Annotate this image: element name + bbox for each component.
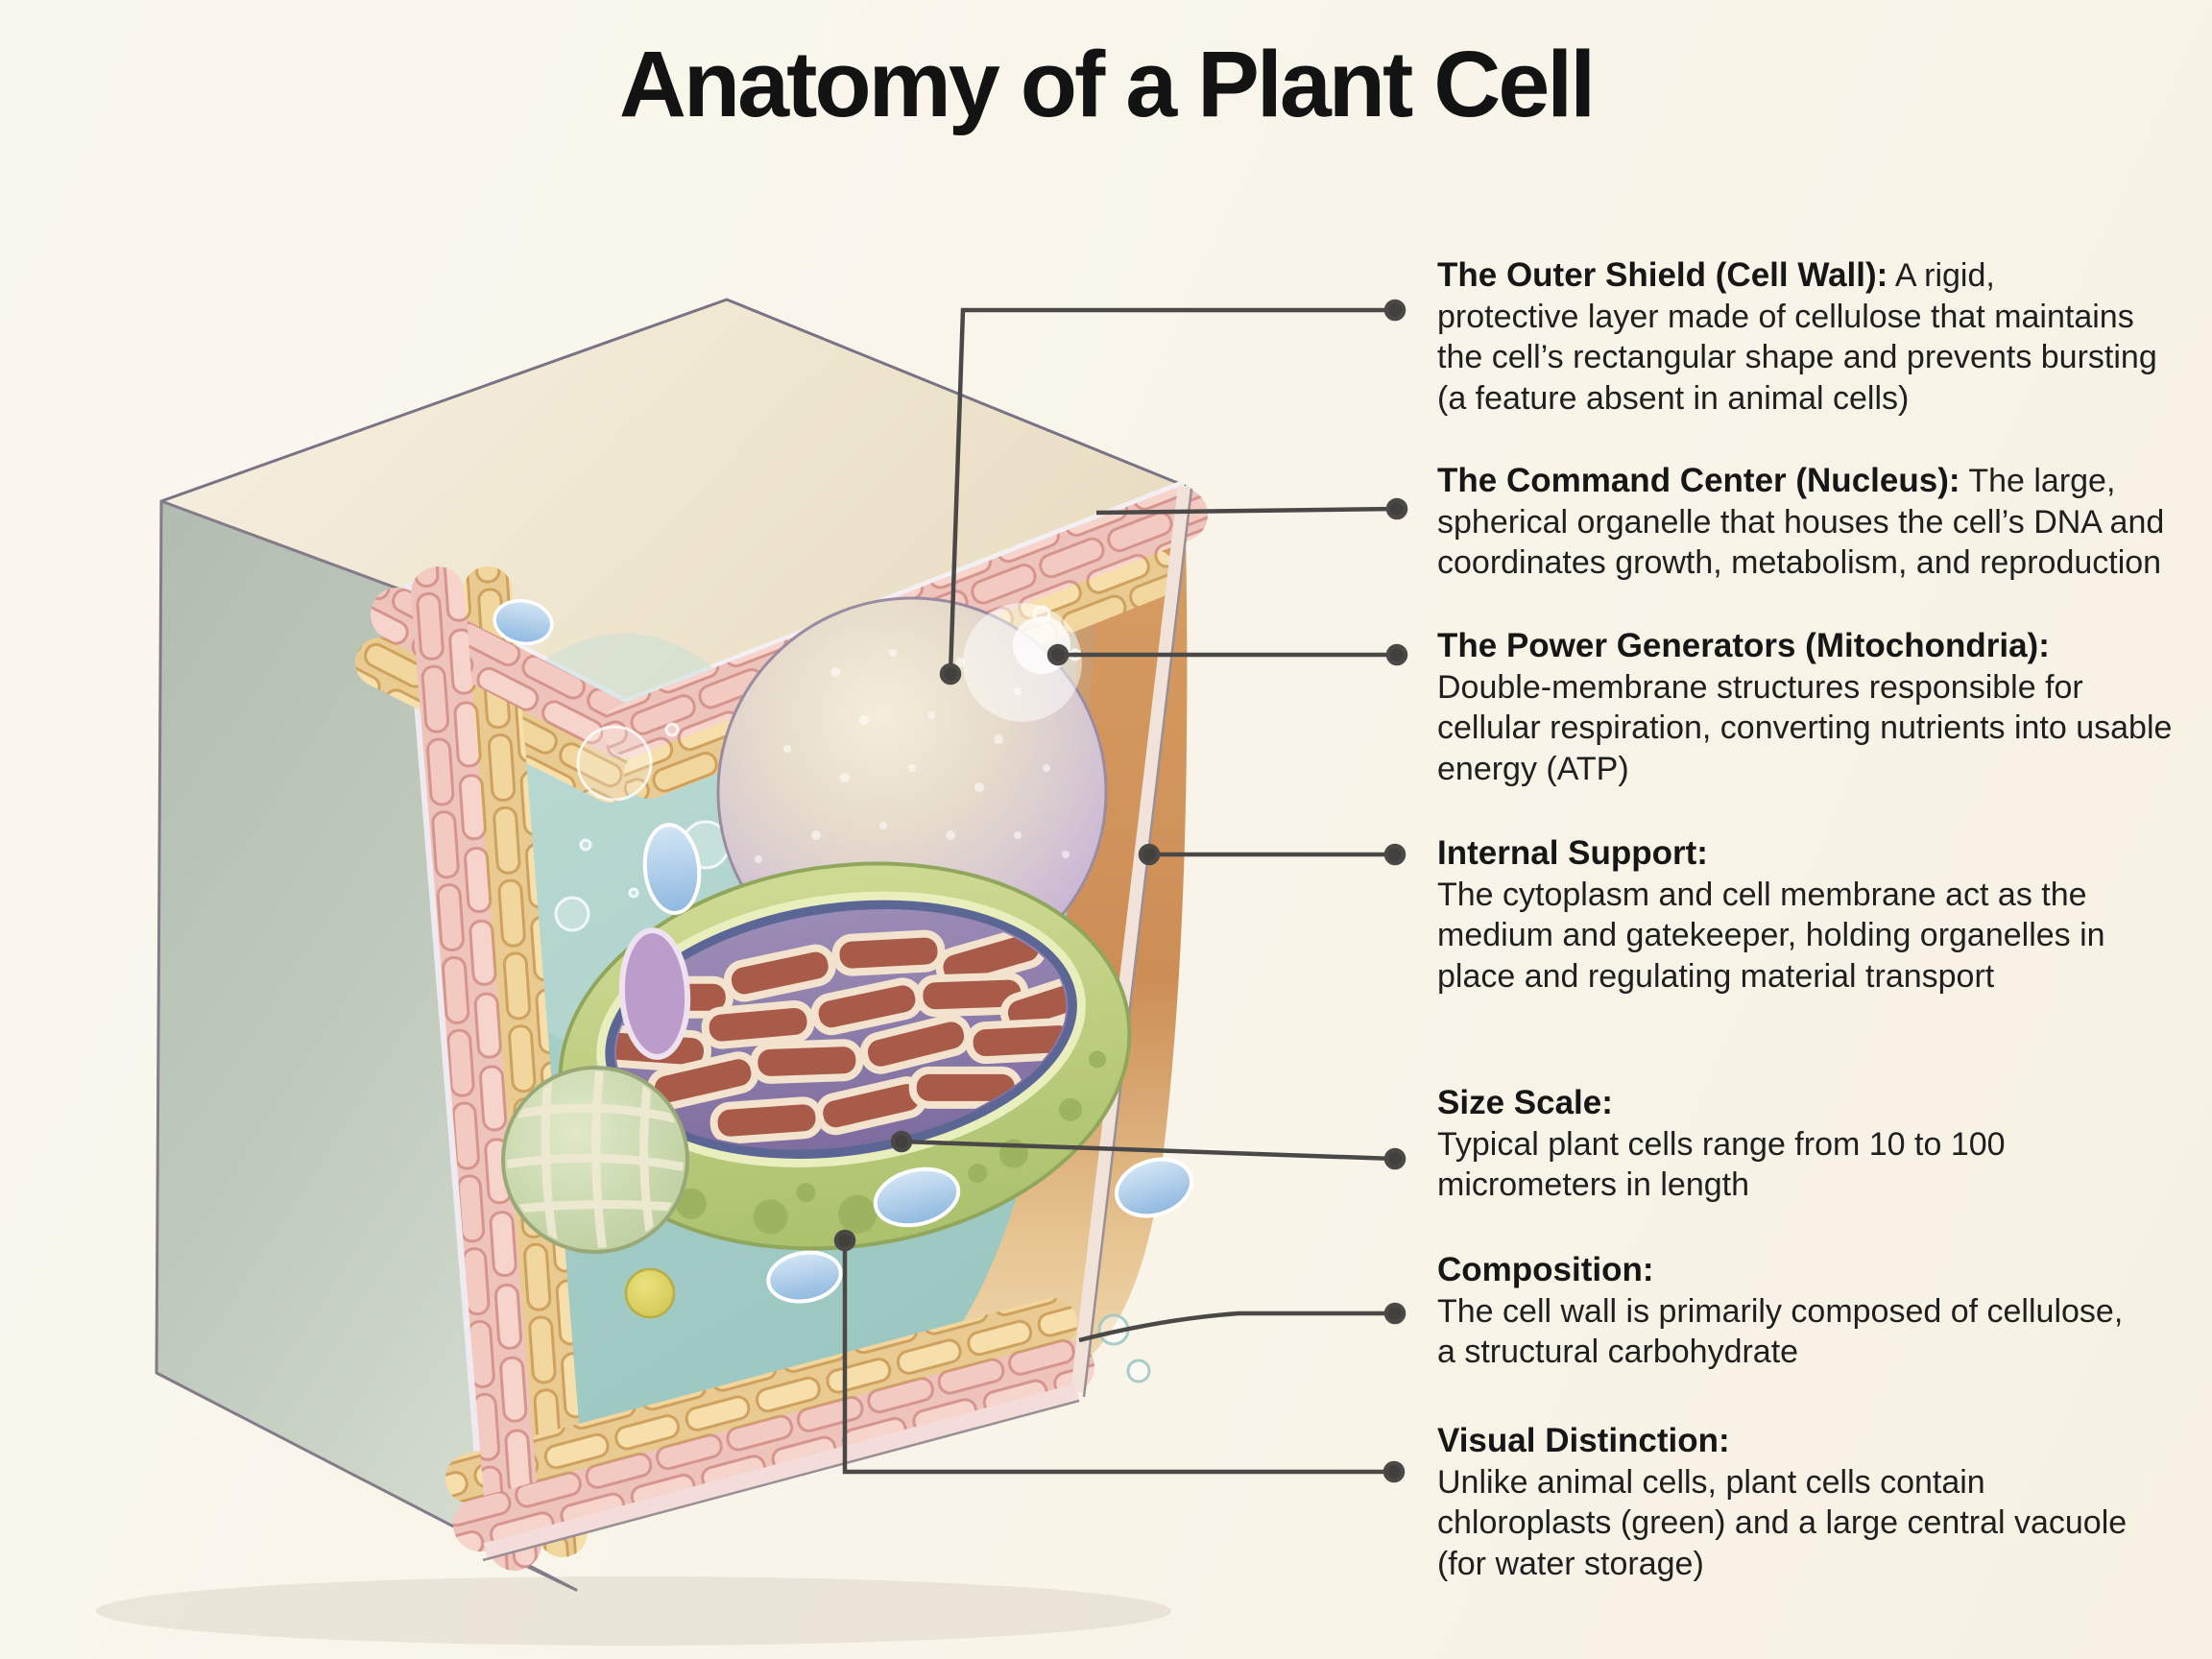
label-block-power-generators: The Power Generators (Mitochondria): Dou… bbox=[1437, 626, 2172, 789]
leader-line-visual-distinction bbox=[833, 1229, 1406, 1483]
label-block-composition: Composition: The cell wall is primarily … bbox=[1437, 1250, 2123, 1373]
label-heading: Size Scale: bbox=[1437, 1084, 1613, 1121]
leader-line-command-center bbox=[1095, 497, 1408, 520]
leader-line-outer-shield bbox=[939, 299, 1407, 685]
label-text: (a feature absent in animal cells) bbox=[1437, 379, 1910, 417]
cell-left-face bbox=[155, 499, 578, 1592]
label-line: Internal Support: bbox=[1437, 833, 2105, 875]
label-heading: The Command Center (Nucleus): bbox=[1437, 462, 1960, 499]
label-line: Composition: bbox=[1437, 1250, 2123, 1291]
leader-line-composition bbox=[1078, 1302, 1407, 1343]
page-title: Anatomy of a Plant Cell bbox=[618, 32, 1596, 136]
label-heading: Visual Distinction: bbox=[1437, 1422, 1730, 1459]
label-heading: The Power Generators (Mitochondria): bbox=[1437, 627, 2050, 664]
label-line: Visual Distinction: bbox=[1437, 1421, 2127, 1462]
label-text: A rigid, bbox=[1887, 257, 1995, 294]
label-line: The Power Generators (Mitochondria): bbox=[1437, 626, 2172, 667]
label-text: a structural carbohydrate bbox=[1437, 1334, 1799, 1370]
label-text: chloroplasts (green) and a large central… bbox=[1437, 1504, 2128, 1541]
label-text: cellular respiration, converting nutrien… bbox=[1437, 709, 2173, 746]
label-line: The Command Center (Nucleus): The large, bbox=[1437, 461, 2164, 502]
vacuole-ovals bbox=[493, 598, 1194, 1383]
label-line: Size Scale: bbox=[1437, 1083, 2006, 1124]
label-heading: Composition: bbox=[1437, 1251, 1654, 1288]
label-text: Typical plant cells range from 10 to 100 bbox=[1437, 1125, 2006, 1163]
label-block-command-center: The Command Center (Nucleus): The large,… bbox=[1437, 461, 2164, 584]
label-text: coordinates growth, metabolism, and repr… bbox=[1437, 544, 2162, 581]
leader-line-size-scale bbox=[890, 1130, 1407, 1170]
label-text: The cytoplasm and cell membrane act as t… bbox=[1437, 876, 2087, 913]
leader-line-internal-support bbox=[1138, 843, 1407, 866]
golgi-vesicle bbox=[501, 1066, 689, 1254]
label-text: spherical organelle that houses the cell… bbox=[1437, 503, 2165, 541]
leader-line-power-generators bbox=[1046, 643, 1408, 666]
label-heading: The Outer Shield (Cell Wall): bbox=[1437, 256, 1888, 294]
label-block-size-scale: Size Scale: Typical plant cells range fr… bbox=[1437, 1083, 2006, 1206]
label-text: place and regulating material transport bbox=[1437, 957, 1995, 995]
label-text: micrometers in length bbox=[1437, 1166, 1750, 1203]
leader-lines bbox=[833, 299, 1408, 1483]
peroxisome-ball bbox=[624, 1267, 676, 1319]
label-block-outer-shield: The Outer Shield (Cell Wall): A rigid, p… bbox=[1437, 255, 2157, 419]
label-line: The Outer Shield (Cell Wall): A rigid, bbox=[1437, 255, 2157, 297]
label-text: the cell’s rectangular shape and prevent… bbox=[1437, 339, 2157, 375]
label-text: (for water storage) bbox=[1437, 1545, 1704, 1582]
label-text: energy (ATP) bbox=[1437, 750, 1629, 787]
label-text: protective layer made of cellulose that … bbox=[1437, 298, 2134, 335]
cell-base-rim bbox=[482, 485, 1193, 1562]
label-heading: Internal Support: bbox=[1437, 834, 1708, 872]
label-text: The cell wall is primarily composed of c… bbox=[1437, 1292, 2124, 1330]
ground-shadow bbox=[96, 1576, 1171, 1646]
label-text: Double-membrane structures responsible f… bbox=[1437, 668, 2083, 706]
label-block-visual-distinction: Visual Distinction: Unlike animal cells,… bbox=[1437, 1421, 2127, 1584]
label-block-internal-support: Internal Support: The cytoplasm and cell… bbox=[1437, 833, 2105, 997]
label-text: Unlike animal cells, plant cells contain bbox=[1437, 1463, 1985, 1501]
label-text: The large, bbox=[1960, 463, 2116, 499]
label-text: medium and gatekeeper, holding organelle… bbox=[1437, 917, 2105, 953]
